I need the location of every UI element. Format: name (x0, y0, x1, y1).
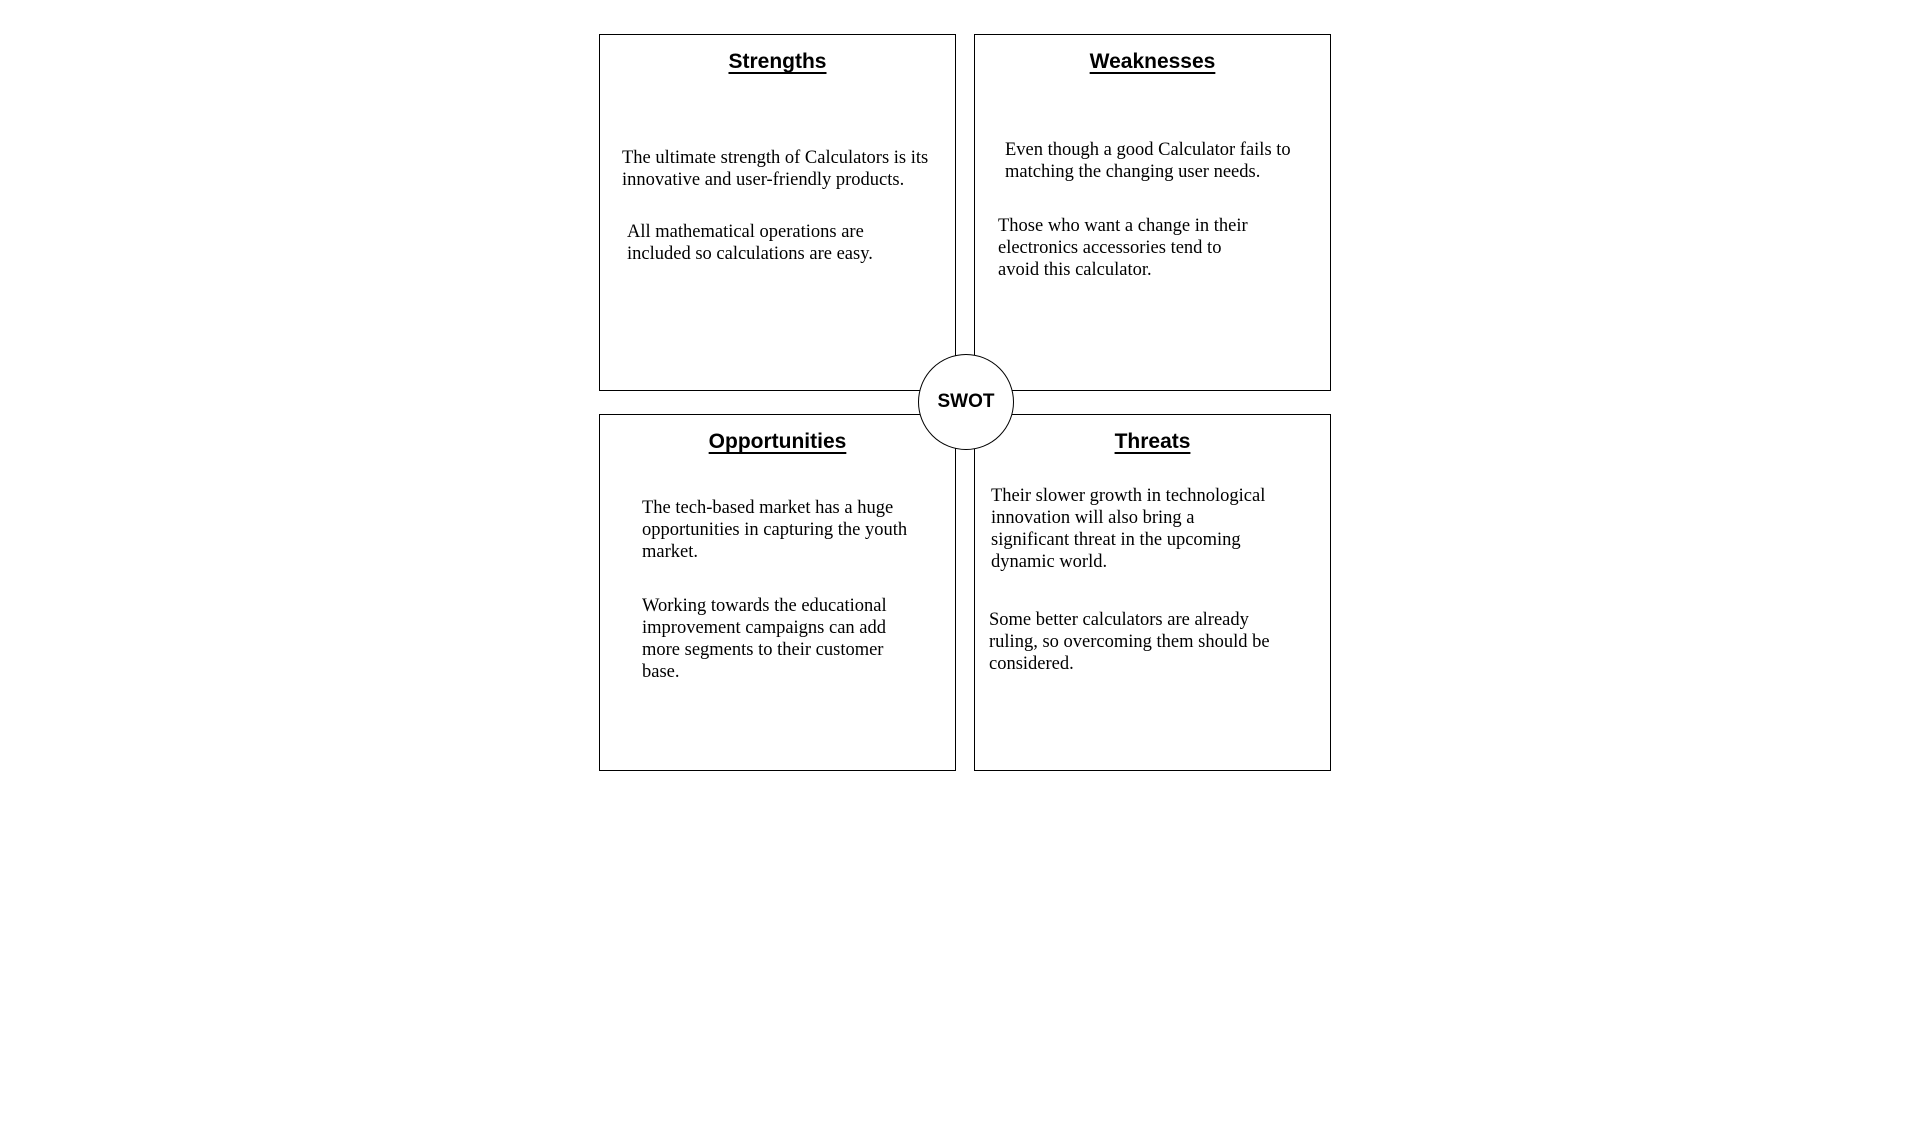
weaknesses-title: Weaknesses (1089, 50, 1216, 73)
strengths-box: Strengths The ultimate strength of Calcu… (599, 34, 956, 391)
strengths-point: The ultimate strength of Calculators is … (622, 148, 929, 190)
opportunities-title: Opportunities (708, 430, 847, 453)
opportunities-point: The tech-based market has a huge opportu… (642, 498, 908, 562)
opportunities-box: Opportunities The tech-based market has … (599, 414, 956, 771)
strengths-title: Strengths (728, 50, 827, 73)
opportunities-point: Working towards the educational improvem… (642, 596, 887, 682)
threats-point: Some better calculators are already ruli… (989, 610, 1270, 674)
strengths-point: All mathematical operations are included… (627, 222, 873, 264)
weaknesses-box: Weaknesses Even though a good Calculator… (974, 34, 1331, 391)
weaknesses-point: Those who want a change in their electro… (998, 216, 1248, 280)
threats-title: Threats (1114, 430, 1191, 453)
threats-point: Their slower growth in technological inn… (991, 486, 1266, 572)
swot-center-circle: SWOT (918, 354, 1014, 450)
threats-box: Threats Their slower growth in technolog… (974, 414, 1331, 771)
weaknesses-point: Even though a good Calculator fails to m… (1005, 140, 1291, 182)
